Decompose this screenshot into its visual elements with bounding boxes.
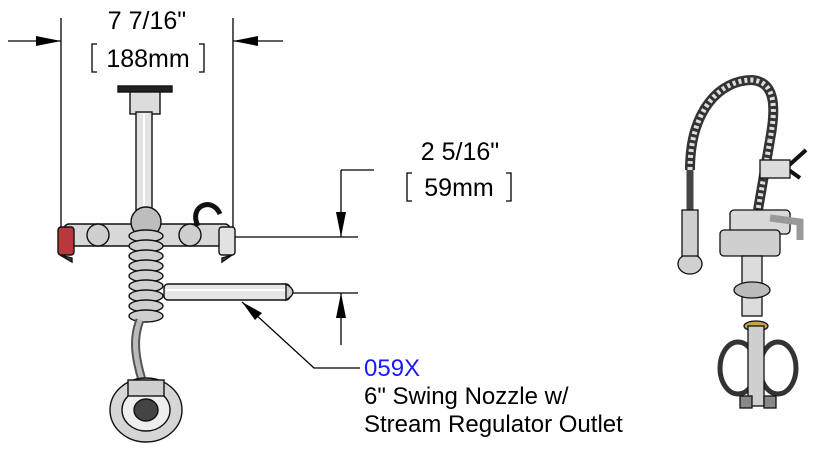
height-metric-label: 59mm <box>424 174 493 202</box>
cold-handle <box>218 226 236 256</box>
height-dimension <box>227 169 374 345</box>
front-view-faucet <box>57 85 294 443</box>
callout-description-line2: Stream Regulator Outlet <box>364 411 623 438</box>
pre-rinse-spring <box>128 229 164 323</box>
callout-part-number: 059X <box>364 355 420 382</box>
isometric-view-faucet <box>677 74 808 409</box>
height-imperial-label: 2 5/16" <box>421 138 499 166</box>
width-arrowhead-right <box>233 36 258 46</box>
hot-handle <box>57 226 75 256</box>
iso-supply-loop-right <box>757 339 799 397</box>
width-imperial-label: 7 7/16" <box>108 7 186 35</box>
height-metric-brackets <box>406 172 512 202</box>
wall-bracket <box>117 85 173 93</box>
swing-nozzle <box>163 283 291 301</box>
iso-coil-arch <box>685 74 779 171</box>
width-metric-brackets <box>91 43 205 73</box>
width-metric-label: 188mm <box>106 45 189 73</box>
iso-spray-valve <box>677 253 703 275</box>
spray-hook <box>193 202 223 228</box>
height-arrowhead-top <box>336 212 346 237</box>
height-arrowhead-bottom <box>336 293 346 318</box>
iso-swing-nozzle <box>769 214 804 240</box>
width-arrowhead-left <box>36 36 61 46</box>
callout-leader <box>241 301 360 369</box>
callout-arrowhead <box>242 302 262 320</box>
callout-description-line1: 6" Swing Nozzle w/ <box>364 383 569 410</box>
